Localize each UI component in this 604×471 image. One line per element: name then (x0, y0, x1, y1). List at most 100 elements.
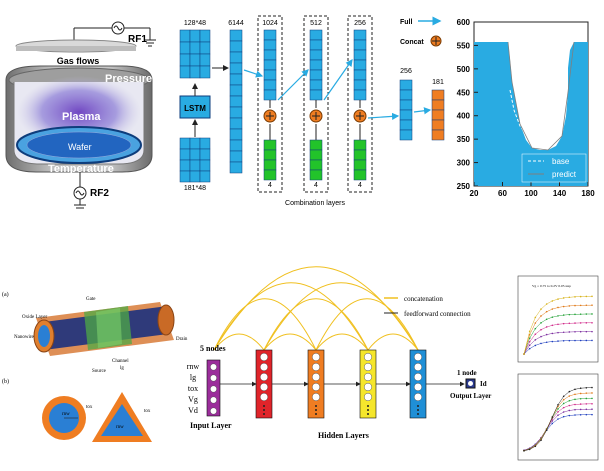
profile-legend (521, 153, 587, 183)
legend-full-label: Full (400, 19, 412, 26)
hidden-4-ellipsis-dot (417, 405, 419, 407)
layer-6144-cell (229, 106, 243, 119)
layer-181-cell (431, 99, 445, 111)
layer-6144-cell (229, 51, 243, 64)
layer-1024-cell (263, 29, 277, 41)
profile-y-tick-label: 350 (457, 135, 471, 144)
hidden-1-ellipsis-dot (263, 413, 265, 415)
hidden-2-node (312, 383, 321, 392)
green-1024-cell (263, 159, 277, 171)
layer-6144-cell (229, 73, 243, 86)
input-top-cell (179, 41, 191, 55)
iv-plots: Vg = 0.75 to 0.2V 0.05 step (517, 275, 599, 461)
input-top-cell (199, 41, 211, 55)
input-layer-node (210, 385, 217, 393)
layer-181-cell (431, 119, 445, 131)
panel-a-label: (a) (2, 291, 9, 298)
hidden-4-node (414, 383, 423, 392)
profile-x-tick-label: 60 (498, 189, 507, 198)
layer-512-cell (309, 89, 323, 101)
concat-plus-icon (312, 112, 320, 120)
rnw-label-2: rnw (116, 425, 124, 430)
layer-1024-size: 1024 (262, 20, 278, 27)
iv-curve (523, 313, 592, 355)
hidden-4-node (414, 363, 423, 372)
hidden-2-ellipsis-dot (315, 409, 317, 411)
hidden-1-node (260, 353, 269, 362)
input-layer-label: Input Layer (190, 421, 232, 430)
layer-181-cell (431, 129, 445, 141)
iv-curve (523, 340, 593, 355)
green-512-cell (309, 139, 323, 151)
input-bottom-cell (199, 148, 211, 161)
hidden-4-ellipsis-dot (417, 409, 419, 411)
layer-1024-cell (263, 49, 277, 61)
input-top-cell (179, 29, 191, 43)
input-label: rnw (187, 362, 200, 371)
combination-block-3 (347, 15, 373, 193)
temperature-label: Temperature (48, 163, 114, 175)
legend-concat-label: Concat (400, 39, 424, 46)
layer-256-cell (353, 69, 367, 81)
profile-x-tick-label: 180 (581, 189, 595, 198)
profile-y-tick-label: 500 (457, 65, 471, 74)
hidden-4-node (414, 353, 423, 362)
green-256-cell (353, 159, 367, 171)
hidden-3-node (364, 393, 373, 402)
green-512-cell (309, 149, 323, 161)
iv-curve (523, 296, 593, 355)
combination-column-3 (353, 29, 367, 181)
hidden-2-ellipsis-dot (315, 405, 317, 407)
hidden-4-node (414, 373, 423, 382)
layer-6144-cell (229, 95, 243, 108)
layer-256b-cell (399, 119, 413, 131)
input-top-cell (199, 29, 211, 43)
base-curve (509, 89, 567, 137)
hidden-2-node (312, 373, 321, 382)
profile-x-tick-label: 100 (524, 189, 538, 198)
four-label-2: 4 (314, 182, 318, 189)
green-256-cell (353, 169, 367, 181)
hidden-3-node (364, 353, 373, 362)
concatenation-arcs (213, 266, 419, 351)
input-bottom-cell (189, 148, 201, 161)
green-1024-cell (263, 169, 277, 181)
layer-256-cell (353, 59, 367, 71)
rf1-label: RF1 (128, 34, 147, 45)
layer-6144-cell (229, 128, 243, 141)
legend-feedforward: feedforward connection (404, 310, 471, 318)
layer-181-cell (431, 109, 445, 121)
layer-6144-cell (229, 117, 243, 130)
layer-6144 (229, 29, 243, 174)
layer-6144-cell (229, 161, 243, 174)
input-bottom-cell (179, 159, 191, 172)
hidden-3-ellipsis-dot (367, 405, 369, 407)
channel-label: Channel (112, 359, 129, 364)
hidden-3-node (364, 383, 373, 392)
five-nodes-label: 5 nodes (200, 344, 226, 353)
nanowire-label: Nanowire (14, 335, 34, 340)
input-bottom-cell (199, 137, 211, 150)
layer-1024-cell (263, 39, 277, 51)
iv-curve (523, 322, 592, 355)
hidden-2-node (312, 363, 321, 372)
layer-181-cell (431, 89, 445, 101)
layer-256-cell (353, 79, 367, 91)
lg-label: lg (120, 366, 124, 371)
input-bottom-cell (199, 170, 211, 183)
green-1024-cell (263, 149, 277, 161)
layer-1024-cell (263, 89, 277, 101)
input-bottom-cell (189, 159, 201, 172)
legend-predict: predict (552, 170, 577, 179)
combination-column-1 (263, 29, 277, 181)
gate-label: Gate (86, 297, 96, 302)
hidden-1-node (260, 373, 269, 382)
concat-arc (263, 282, 419, 351)
layer-181-size: 181 (432, 79, 444, 86)
input-bottom-size: 181*48 (184, 185, 206, 192)
iv-curve (523, 304, 592, 355)
input-label: Vg (188, 395, 198, 404)
lstm-label: LSTM (184, 104, 206, 113)
input-layer-node (210, 407, 217, 415)
